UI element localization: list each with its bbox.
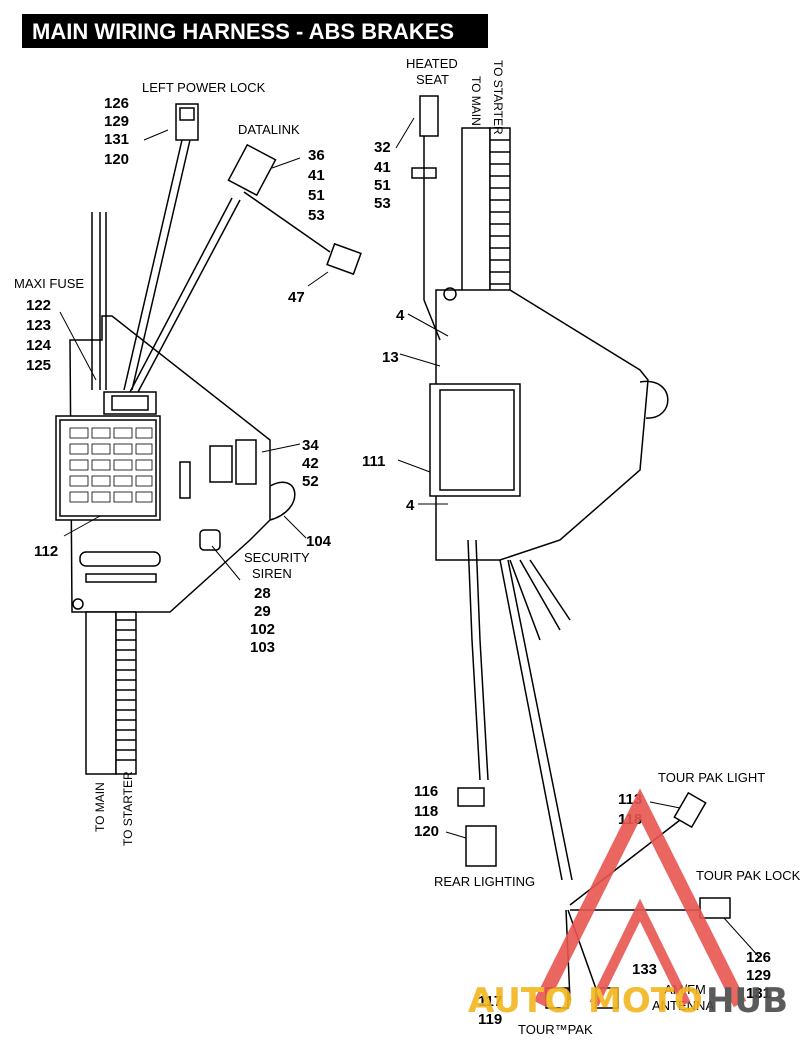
callout-siren-2: 29 — [254, 603, 271, 620]
callout-heated-seat-1: 32 — [374, 139, 391, 156]
callout-tour-pak-lock-3: 131 — [746, 985, 771, 1002]
callout-clamp: 104 — [306, 533, 332, 550]
heated-seat-label-1: HEATED — [406, 56, 458, 71]
to-main-left-label: TO MAIN — [93, 782, 107, 832]
leader-lines — [59, 117, 761, 959]
left-power-lock-label: LEFT POWER LOCK — [142, 80, 266, 95]
title-banner: MAIN WIRING HARNESS - ABS BRAKES — [22, 14, 488, 48]
watermark-text-moto: MOTO — [588, 981, 703, 1021]
callout-antenna: 133 — [632, 961, 657, 978]
labels: LEFT POWER LOCK DATALINK MAXI FUSE SECUR… — [14, 56, 800, 1037]
heated-seat-label-2: SEAT — [416, 72, 449, 87]
watermark-triangle-inner — [589, 898, 691, 1007]
callout-fuse-box: 112 — [34, 543, 58, 560]
automotohub-watermark-logo: AUTO MOTO HUB — [468, 788, 788, 1021]
tour-pak-label: TOUR™PAK — [518, 1022, 593, 1037]
callout-siren-4: 103 — [250, 639, 275, 656]
to-starter-left-label: TO STARTER — [121, 771, 135, 846]
callout-datalink-1: 36 — [308, 147, 325, 164]
callout-ground-upper: 4 — [396, 307, 405, 324]
left-harness-assembly — [55, 103, 362, 775]
callout-tour-pak-lock-1: 126 — [746, 949, 771, 966]
callout-datalink-connector: 47 — [288, 289, 305, 306]
callout-heated-seat-3: 51 — [374, 177, 391, 194]
right-harness-assembly — [411, 95, 731, 1009]
tour-pak-light-label: TOUR PAK LIGHT — [658, 770, 765, 785]
callout-ground-lower: 4 — [406, 497, 415, 514]
callout-module: 111 — [362, 453, 385, 470]
callout-heated-seat-4: 53 — [374, 195, 391, 212]
to-starter-right-label: TO STARTER — [491, 60, 505, 135]
watermark-text-hub: HUB — [706, 981, 788, 1021]
callout-maxi-fuse-4: 125 — [26, 357, 51, 374]
tour-pak-lock-label: TOUR PAK LOCK — [696, 868, 800, 883]
callout-maxi-fuse-1: 122 — [26, 297, 51, 314]
callout-connectors-3: 52 — [302, 473, 319, 490]
callout-siren-3: 102 — [250, 621, 275, 638]
callout-left-power-lock-4: 120 — [104, 151, 129, 168]
callout-datalink-4: 53 — [308, 207, 325, 224]
callout-tour-pak-lock-2: 129 — [746, 967, 771, 984]
watermark-text-auto: AUTO — [468, 981, 573, 1021]
callout-tour-pak-2: 119 — [478, 1011, 502, 1028]
callout-heated-seat-2: 41 — [374, 159, 391, 176]
callout-rear-lighting-2: 118 — [414, 803, 438, 820]
callout-clip: 13 — [382, 349, 399, 366]
callout-rear-lighting-3: 120 — [414, 823, 439, 840]
callout-left-power-lock-2: 129 — [104, 113, 129, 130]
security-siren-label-1: SECURITY — [244, 550, 310, 565]
security-siren-label-2: SIREN — [252, 566, 292, 581]
watermark-triangle-outer — [533, 788, 747, 1008]
callout-datalink-2: 41 — [308, 167, 325, 184]
callout-tour-pak-1: 117 — [478, 993, 502, 1010]
maxi-fuse-label: MAXI FUSE — [14, 276, 84, 291]
callout-maxi-fuse-3: 124 — [26, 337, 52, 354]
am-fm-antenna-label-2: ANTENNA — [652, 998, 714, 1013]
to-main-right-label: TO MAIN — [469, 76, 483, 126]
callout-maxi-fuse-2: 123 — [26, 317, 51, 334]
callout-left-power-lock-1: 126 — [104, 95, 129, 112]
callout-datalink-3: 51 — [308, 187, 325, 204]
callout-numbers: 126 129 131 120 36 41 51 53 47 122 123 1… — [26, 95, 771, 1028]
callout-rear-lighting-1: 116 — [414, 783, 438, 800]
datalink-label: DATALINK — [238, 122, 300, 137]
callout-connectors-2: 42 — [302, 455, 319, 472]
callout-connectors-1: 34 — [302, 437, 319, 454]
callout-left-power-lock-3: 131 — [104, 131, 129, 148]
callout-siren-1: 28 — [254, 585, 271, 602]
rear-lighting-label: REAR LIGHTING — [434, 874, 535, 889]
diagram-title: MAIN WIRING HARNESS - ABS BRAKES — [32, 19, 454, 44]
